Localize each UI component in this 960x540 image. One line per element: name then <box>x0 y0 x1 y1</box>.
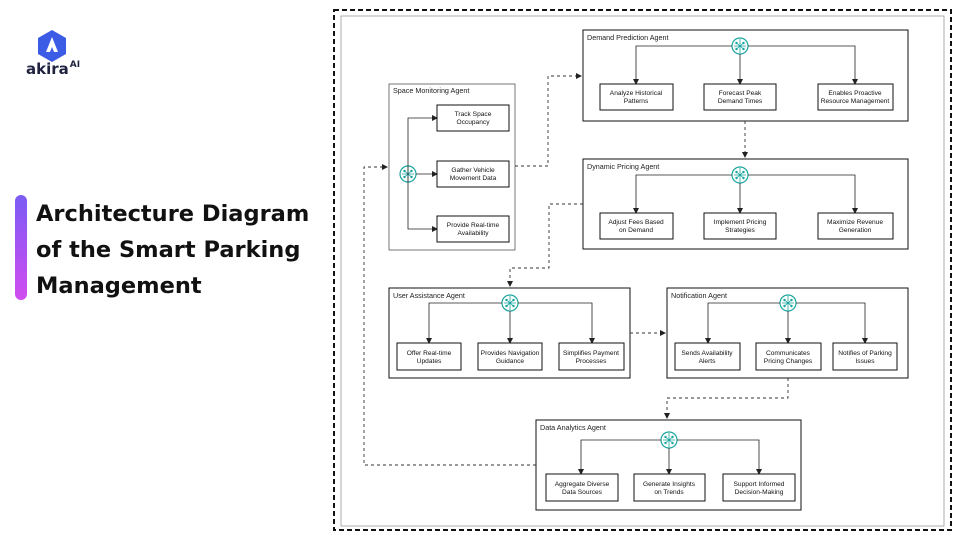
agent-title: Data Analytics Agent <box>540 423 606 432</box>
brand-name: akiraAI <box>26 60 81 78</box>
accent-bar <box>15 195 27 300</box>
brain-icon <box>501 294 519 312</box>
svg-text:Updates: Updates <box>417 358 442 365</box>
svg-text:Simplifies Payment: Simplifies Payment <box>563 350 619 357</box>
svg-text:on Demand: on Demand <box>619 227 653 234</box>
svg-text:Adjust Fees Based: Adjust Fees Based <box>608 219 664 226</box>
connector-pricing-to-user <box>507 203 583 287</box>
agent-title: Space Monitoring Agent <box>393 86 469 95</box>
space-monitoring-agent: Space Monitoring Agent Track Space Occup… <box>388 83 516 251</box>
task-node: Notifies of Parking Issues <box>832 342 898 371</box>
dynamic-pricing-agent: Dynamic Pricing Agent Adjust Fees Based … <box>582 158 909 250</box>
notification-agent: Notification Agent Sends Availability Al… <box>666 287 909 379</box>
svg-text:on Trends: on Trends <box>654 489 684 496</box>
data-analytics-agent: Data Analytics Agent Aggregate Diverse D… <box>535 419 802 511</box>
svg-text:Strategies: Strategies <box>725 227 755 234</box>
agent-title: Dynamic Pricing Agent <box>587 162 659 171</box>
svg-text:Processes: Processes <box>576 358 607 365</box>
svg-text:Occupancy: Occupancy <box>457 119 491 126</box>
svg-text:Implement Pricing: Implement Pricing <box>714 219 767 226</box>
inner-frame <box>340 15 945 527</box>
task-node: Implement Pricing Strategies <box>703 212 777 240</box>
svg-text:Track Space: Track Space <box>455 111 492 118</box>
task-node: Generate Insights on Trends <box>633 473 706 502</box>
svg-text:Demand Times: Demand Times <box>718 98 763 105</box>
svg-text:Generate Insights: Generate Insights <box>643 481 696 488</box>
svg-text:Offer Real-time: Offer Real-time <box>407 350 452 357</box>
task-node: Simplifies Payment Processes <box>558 342 625 371</box>
connector-notify-to-analytics <box>664 378 789 419</box>
connector-space-to-demand <box>515 73 582 167</box>
svg-text:Guidance: Guidance <box>496 358 525 365</box>
task-node: Track Space Occupancy <box>436 104 510 132</box>
svg-text:Alerts: Alerts <box>699 358 717 365</box>
brain-icon <box>779 294 797 312</box>
svg-text:Aggregate Diverse: Aggregate Diverse <box>555 481 610 488</box>
svg-text:Issues: Issues <box>855 358 875 365</box>
task-node: Gather Vehicle Movement Data <box>436 160 510 188</box>
svg-text:Patterns: Patterns <box>624 98 649 105</box>
task-node: Support Informed Decision-Making <box>722 473 796 502</box>
task-node: Provides Navigation Guidance <box>477 342 543 371</box>
task-node: Communicates Pricing Changes <box>755 342 822 371</box>
task-node: Forecast Peak Demand Times <box>703 83 777 111</box>
svg-text:Maximize Revenue: Maximize Revenue <box>827 219 883 226</box>
agent-title: User Assistance Agent <box>393 291 465 300</box>
svg-text:Pricing Changes: Pricing Changes <box>764 358 813 365</box>
page-title: Architecture Diagram of the Smart Parkin… <box>36 201 310 299</box>
svg-text:Data Sources: Data Sources <box>562 489 603 496</box>
task-node: Adjust Fees Based on Demand <box>599 212 674 240</box>
brain-icon <box>731 37 749 55</box>
task-node: Provide Real-time Availability <box>436 215 510 243</box>
demand-prediction-agent: Demand Prediction Agent Analyze Historic… <box>582 29 909 122</box>
svg-text:Forecast Peak: Forecast Peak <box>719 90 762 97</box>
brain-icon <box>731 166 749 184</box>
svg-text:Analyze Historical: Analyze Historical <box>610 90 663 97</box>
task-node: Analyze Historical Patterns <box>599 83 674 111</box>
brain-icon <box>660 431 678 449</box>
svg-text:Movement Data: Movement Data <box>450 175 497 182</box>
task-node: Maximize Revenue Generation <box>817 212 894 240</box>
task-node: Aggregate Diverse Data Sources <box>545 473 619 502</box>
svg-text:Sends Availability: Sends Availability <box>681 350 733 357</box>
flow-connectors <box>363 73 789 466</box>
svg-text:Availability: Availability <box>457 230 489 237</box>
akira-logo-icon <box>38 30 66 62</box>
task-node: Sends Availability Alerts <box>674 342 741 371</box>
svg-text:Enables Proactive: Enables Proactive <box>828 90 881 97</box>
agent-title: Demand Prediction Agent <box>587 33 669 42</box>
svg-text:Provide Real-time: Provide Real-time <box>447 222 500 229</box>
svg-text:Gather Vehicle: Gather Vehicle <box>451 167 495 174</box>
svg-text:Notifies of Parking: Notifies of Parking <box>838 350 892 357</box>
svg-text:Communicates: Communicates <box>766 350 811 357</box>
user-assistance-agent: User Assistance Agent Offer Real-time Up… <box>388 287 631 379</box>
svg-text:Resource Management: Resource Management <box>821 98 890 105</box>
outer-dashed-frame <box>333 9 952 531</box>
svg-text:Provides Navigation: Provides Navigation <box>481 350 540 357</box>
svg-text:Generation: Generation <box>839 227 872 234</box>
svg-text:Decision-Making: Decision-Making <box>735 489 784 496</box>
task-node: Enables Proactive Resource Management <box>817 83 894 111</box>
svg-text:Support Informed: Support Informed <box>734 481 785 488</box>
connector-analytics-to-space <box>363 164 536 466</box>
agent-title: Notification Agent <box>671 291 727 300</box>
task-node: Offer Real-time Updates <box>396 342 462 371</box>
